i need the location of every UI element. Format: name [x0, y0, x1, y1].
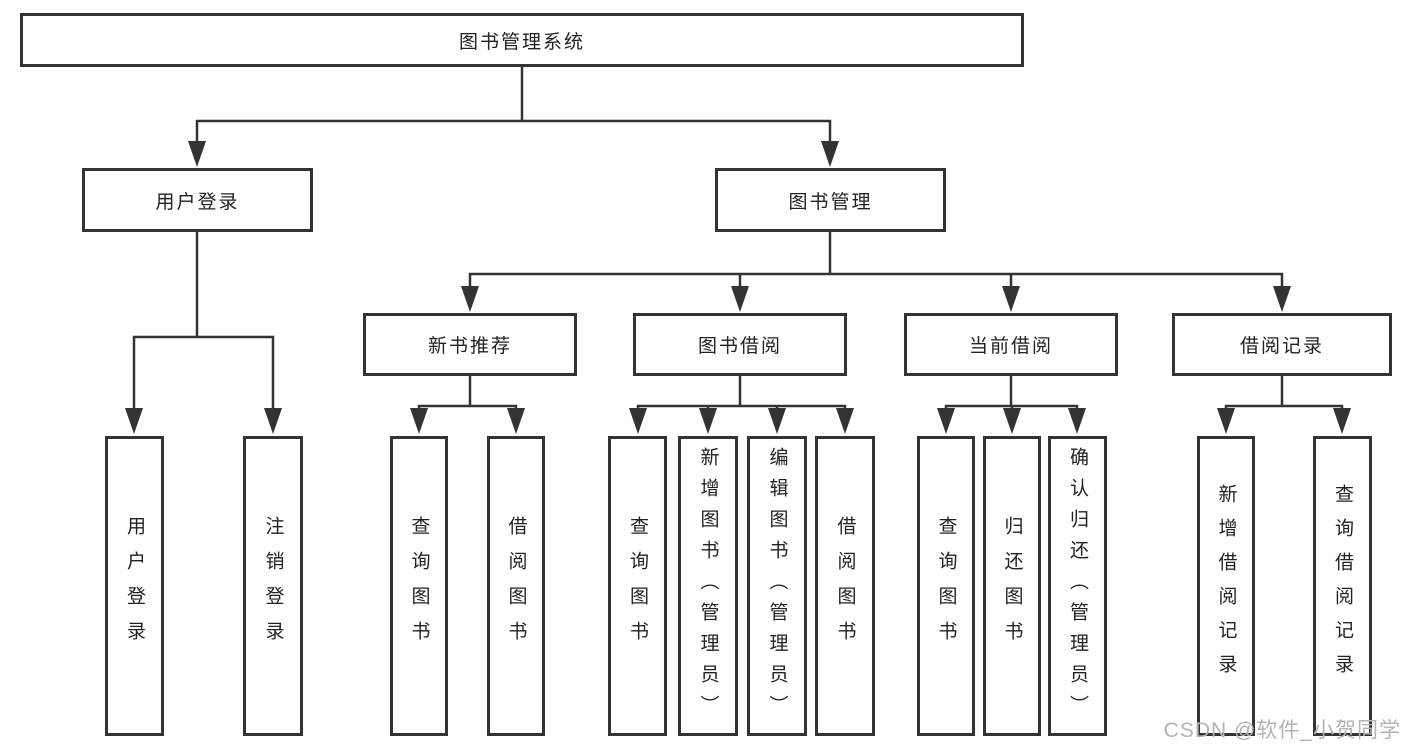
leaf-logout: 注销登录 — [243, 436, 303, 736]
leaf-add-books-admin: 新增图书（管理员） — [678, 436, 738, 736]
arrowhead — [629, 408, 647, 434]
leaf-query-borrow-record-label: 查询借阅记录 — [1332, 484, 1353, 688]
arrowhead — [1273, 286, 1291, 312]
node-user-login-label: 用户登录 — [155, 191, 240, 213]
leaf-edit-books-admin: 编辑图书（管理员） — [747, 436, 807, 736]
arrowhead — [937, 408, 955, 434]
leaf-query-books-2-label: 查询图书 — [627, 516, 648, 656]
node-root: 图书管理系统 — [20, 13, 1024, 67]
leaf-user-login: 用户登录 — [105, 436, 164, 736]
leaf-logout-label: 注销登录 — [262, 516, 284, 656]
arrowhead — [507, 408, 525, 434]
arrowhead — [188, 141, 206, 167]
arrowhead — [1068, 408, 1086, 434]
arrowhead — [836, 408, 854, 434]
node-current-borrow: 当前借阅 — [904, 313, 1118, 376]
node-book-management-label: 图书管理 — [788, 191, 873, 213]
leaf-query-borrow-record: 查询借阅记录 — [1313, 436, 1372, 736]
leaf-borrow-books-2-label: 借阅图书 — [834, 516, 856, 656]
node-current-borrow-label: 当前借阅 — [968, 336, 1053, 357]
leaf-return-books: 归还图书 — [983, 436, 1041, 736]
arrowhead — [821, 141, 839, 167]
tree-edges — [132, 66, 1344, 412]
arrowhead — [264, 408, 282, 434]
edge-borrow-split — [636, 376, 847, 412]
node-borrow-records-label: 借阅记录 — [1239, 336, 1324, 357]
node-book-management: 图书管理 — [715, 168, 946, 232]
arrowheads — [125, 141, 1351, 434]
leaf-add-books-admin-label: 新增图书（管理员） — [697, 446, 719, 726]
node-new-book-recommend-label: 新书推荐 — [427, 336, 512, 357]
leaf-query-books-2: 查询图书 — [608, 436, 667, 736]
leaf-edit-books-admin-label: 编辑图书（管理员） — [766, 446, 788, 726]
node-root-label: 图书管理系统 — [458, 31, 585, 53]
arrowhead — [768, 408, 786, 434]
arrowhead — [731, 286, 749, 312]
node-book-borrow-label: 图书借阅 — [697, 336, 782, 357]
leaf-query-books-3: 查询图书 — [917, 436, 975, 736]
edge-records-split — [1224, 376, 1344, 412]
arrowhead — [699, 408, 717, 434]
arrowhead — [410, 408, 428, 434]
csdn-watermark: CSDN @软件_小贺同学 — [1163, 719, 1401, 742]
arrowhead — [1003, 408, 1021, 434]
edge-mgmt-split — [468, 232, 1284, 290]
leaf-add-borrow-record: 新增借阅记录 — [1197, 436, 1255, 736]
leaf-borrow-books-1: 借阅图书 — [487, 436, 545, 736]
leaf-borrow-books-1-label: 借阅图书 — [505, 516, 527, 656]
edge-newbooks-split — [417, 376, 518, 412]
leaf-add-borrow-record-label: 新增借阅记录 — [1215, 484, 1237, 688]
edge-root-split — [195, 66, 832, 146]
edge-login-split — [132, 232, 275, 412]
edge-current-split — [944, 376, 1079, 412]
leaf-query-books-1-label: 查询图书 — [408, 516, 430, 656]
leaf-return-books-label: 归还图书 — [1001, 516, 1023, 656]
leaf-confirm-return-admin: 确认归还（管理员） — [1048, 436, 1107, 736]
leaf-query-books-3-label: 查询图书 — [935, 516, 957, 656]
node-book-borrow: 图书借阅 — [633, 313, 847, 376]
node-borrow-records: 借阅记录 — [1172, 313, 1392, 376]
leaf-query-books-1: 查询图书 — [390, 436, 448, 736]
leaf-confirm-return-admin-label: 确认归还（管理员） — [1067, 446, 1088, 726]
arrowhead — [461, 286, 479, 312]
leaf-borrow-books-2: 借阅图书 — [815, 436, 875, 736]
node-new-book-recommend: 新书推荐 — [363, 313, 577, 376]
arrowhead — [125, 408, 143, 434]
arrowhead — [1217, 408, 1235, 434]
node-user-login: 用户登录 — [82, 168, 313, 232]
arrowhead — [1333, 408, 1351, 434]
arrowhead — [1002, 286, 1020, 312]
leaf-user-login-label: 用户登录 — [124, 516, 145, 656]
